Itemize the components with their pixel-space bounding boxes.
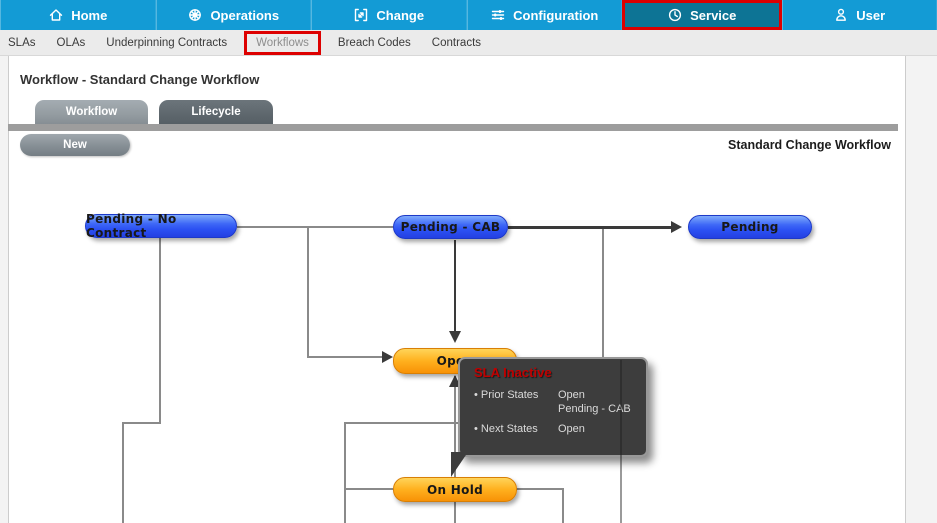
change-icon <box>353 7 369 23</box>
connector-line <box>344 488 393 490</box>
sla-tooltip-row-label: • Prior States <box>474 389 539 401</box>
configuration-icon <box>490 7 506 23</box>
nav-item-operations[interactable]: Operations <box>155 0 311 30</box>
operations-icon <box>187 7 203 23</box>
subnav-item-workflows[interactable]: Workflows <box>244 30 321 55</box>
nav-item-service[interactable]: Service <box>622 0 782 30</box>
home-icon <box>48 7 64 23</box>
panel-right-border <box>905 56 906 523</box>
nav-item-change[interactable]: Change <box>311 0 467 30</box>
connector-line <box>454 376 456 477</box>
arrowhead-down-icon <box>449 331 461 343</box>
connector-line <box>159 238 161 424</box>
connector-line <box>508 226 672 229</box>
workflow-node-pending-no-contract[interactable]: Pending - No Contract <box>85 212 237 240</box>
sla-tooltip-row: • Next States Open <box>474 422 638 436</box>
subnav-item-contracts[interactable]: Contracts <box>431 36 482 49</box>
connector-line <box>122 422 161 424</box>
top-navigation: Home Operations Change Configuration Service… <box>0 0 937 30</box>
tab-separator-bar <box>8 124 898 131</box>
connector-line <box>517 488 564 490</box>
panel-left-border <box>8 56 9 523</box>
right-gutter <box>906 56 937 523</box>
page-title: Workflow - Standard Change Workflow <box>20 72 260 87</box>
arrowhead-right-icon <box>382 351 393 363</box>
workflow-node-on-hold[interactable]: On Hold <box>393 477 517 502</box>
sla-tooltip-row-values: Open <box>558 423 585 435</box>
service-icon <box>667 7 683 23</box>
connector-line <box>344 422 346 523</box>
subnav-item-breach-codes[interactable]: Breach Codes <box>337 36 411 49</box>
subnav-item-olas[interactable]: OLAs <box>56 36 86 49</box>
connector-line <box>122 422 124 523</box>
connector-line <box>307 226 309 358</box>
connector-line <box>620 360 622 523</box>
sla-tooltip-row-label: • Next States <box>474 423 538 435</box>
connector-line <box>562 488 564 523</box>
connector-line <box>454 240 456 332</box>
connector-line <box>602 229 604 360</box>
workflow-node-pending-cab[interactable]: Pending - CAB <box>393 215 508 239</box>
connector-line <box>307 356 385 358</box>
nav-item-label: Configuration <box>513 7 599 23</box>
nav-item-label: User <box>856 7 886 23</box>
tab-lifecycle[interactable]: Lifecycle <box>159 100 273 124</box>
sla-tooltip-pointer <box>451 452 468 477</box>
arrowhead-right-icon <box>671 221 682 233</box>
connector-line <box>454 502 456 523</box>
nav-item-label: Home <box>71 7 108 23</box>
subnav-item-underpinning-contracts[interactable]: Underpinning Contracts <box>106 36 228 49</box>
nav-item-user[interactable]: User <box>781 0 937 30</box>
user-icon <box>833 7 849 23</box>
sla-tooltip-title: SLA Inactive <box>474 365 552 380</box>
new-button[interactable]: New <box>20 134 130 156</box>
subnav-item-slas[interactable]: SLAs <box>8 36 36 49</box>
workflow-node-pending[interactable]: Pending <box>688 215 812 239</box>
workflow-name-label: Standard Change Workflow <box>728 138 891 152</box>
nav-item-home[interactable]: Home <box>0 0 156 30</box>
tab-workflow[interactable]: Workflow <box>35 100 148 124</box>
service-sub-navigation: SLAs OLAs Underpinning Contracts Workflows B… <box>0 30 937 56</box>
nav-item-label: Operations <box>210 7 280 23</box>
nav-item-configuration[interactable]: Configuration <box>466 0 622 30</box>
nav-item-label: Service <box>690 7 737 23</box>
left-gutter <box>0 56 8 523</box>
connector-line <box>344 422 458 424</box>
connector-line <box>237 226 393 228</box>
nav-item-label: Change <box>376 7 425 23</box>
